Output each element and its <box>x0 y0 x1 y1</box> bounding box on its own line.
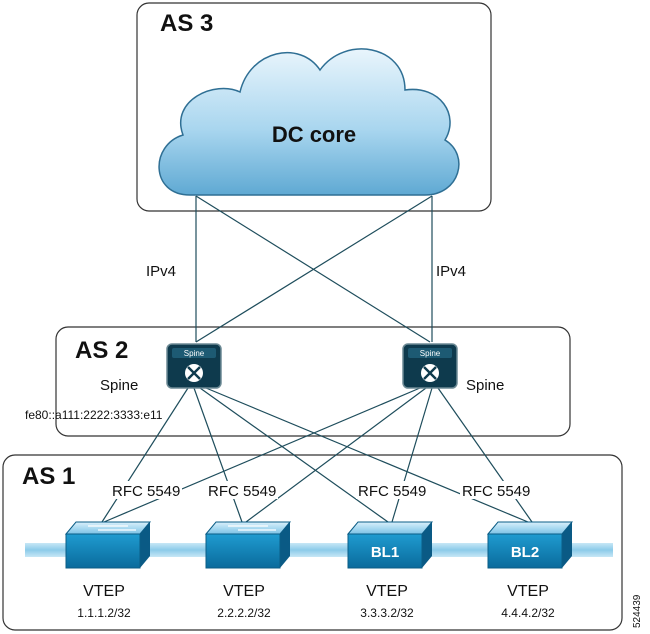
leaf-role: VTEP <box>366 583 408 600</box>
spine-tag: Spine <box>184 349 205 358</box>
figure-id: 524439 <box>632 594 643 628</box>
spine-switch-right: Spine <box>402 343 458 389</box>
rfc-label: RFC 5549 <box>462 483 530 500</box>
as3-label: AS 3 <box>160 10 213 37</box>
rfc-label: RFC 5549 <box>112 483 180 500</box>
leaf-badge: BL1 <box>371 544 399 561</box>
leaf-link <box>101 387 189 523</box>
leaf-role: VTEP <box>83 583 125 600</box>
leaf-address: 4.4.4.2/32 <box>501 606 555 620</box>
ipv4-label-left: IPv4 <box>146 263 176 280</box>
spine-address: fe80::a111:2222:3333:e11 <box>25 408 163 422</box>
leaf-address: 2.2.2.2/32 <box>217 606 271 620</box>
rfc-label-bg <box>206 481 278 499</box>
spine-label-right: Spine <box>466 377 504 394</box>
rfc-label-bg <box>110 481 182 499</box>
leaf-role: VTEP <box>223 583 265 600</box>
leaf-address: 3.3.3.2/32 <box>360 606 414 620</box>
leaf-link <box>193 387 243 523</box>
as1-label: AS 1 <box>22 463 75 490</box>
rfc-label-bg <box>356 481 428 499</box>
rfc-label: RFC 5549 <box>358 483 426 500</box>
leaf-link <box>437 387 533 523</box>
leaf-switch <box>204 521 292 569</box>
leaf-link <box>391 387 433 523</box>
leaf-link <box>245 387 427 523</box>
leaf-link <box>103 387 421 523</box>
leaf-switch <box>64 521 152 569</box>
leaf-switch-bl2: BL2 <box>486 521 574 569</box>
core-link <box>195 195 433 343</box>
ipv4-label-right: IPv4 <box>436 263 466 280</box>
as2-label: AS 2 <box>75 337 128 364</box>
leaf-bus-bar <box>25 543 613 557</box>
spine-label-left: Spine <box>100 377 138 394</box>
leaf-links <box>101 387 533 523</box>
rfc-label-bg <box>460 481 532 499</box>
leaf-badge: BL2 <box>511 544 539 561</box>
cloud-label: DC core <box>272 122 356 147</box>
rfc-label: RFC 5549 <box>208 483 276 500</box>
spine-switch-left: Spine <box>166 343 222 389</box>
core-links <box>195 195 433 343</box>
leaf-link <box>205 387 529 523</box>
dc-core-cloud: DC core <box>158 48 460 196</box>
spine-tag: Spine <box>420 349 441 358</box>
leaf-role: VTEP <box>507 583 549 600</box>
leaf-link <box>199 387 389 523</box>
leaf-address: 1.1.1.2/32 <box>77 606 131 620</box>
leaf-switch-bl1: BL1 <box>346 521 434 569</box>
